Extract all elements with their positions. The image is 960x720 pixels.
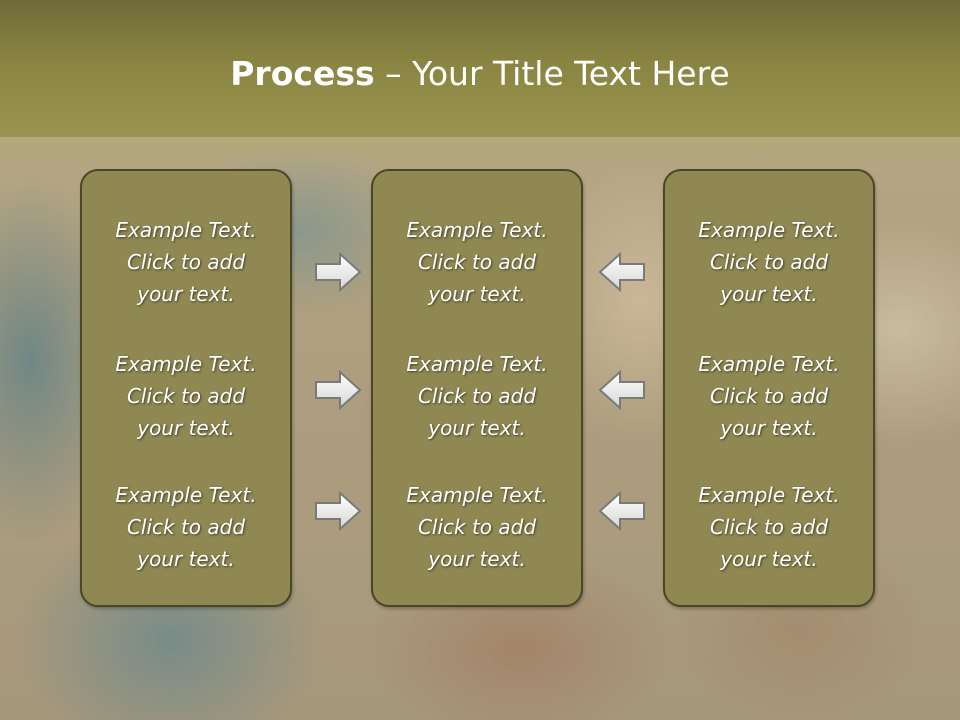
text-line: Example Text.	[115, 483, 257, 507]
text-line: Click to add	[709, 515, 829, 539]
text-line: Example Text.	[406, 352, 548, 376]
text-line: your text.	[137, 282, 235, 306]
arrow-right-icon	[315, 490, 362, 532]
text-block[interactable]: Example Text. Click to add your text.	[665, 214, 873, 310]
title-band: Process – Your Title Text Here	[0, 0, 960, 137]
process-box-right[interactable]: Example Text. Click to add your text. Ex…	[663, 169, 875, 607]
text-block[interactable]: Example Text. Click to add your text.	[373, 214, 581, 310]
text-block[interactable]: Example Text. Click to add your text.	[665, 479, 873, 575]
text-line: Click to add	[126, 384, 246, 408]
title-rest: – Your Title Text Here	[374, 54, 730, 93]
text-block[interactable]: Example Text. Click to add your text.	[373, 348, 581, 444]
text-block[interactable]: Example Text. Click to add your text.	[82, 479, 290, 575]
text-line: your text.	[137, 416, 235, 440]
text-line: your text.	[720, 416, 818, 440]
arrow-left-icon	[598, 251, 645, 293]
text-line: your text.	[720, 282, 818, 306]
text-line: Click to add	[709, 250, 829, 274]
text-line: Example Text.	[698, 483, 840, 507]
text-line: your text.	[720, 547, 818, 571]
title-underband	[0, 137, 960, 165]
arrow-right-icon	[315, 369, 362, 411]
text-line: Click to add	[126, 250, 246, 274]
process-box-center[interactable]: Example Text. Click to add your text. Ex…	[371, 169, 583, 607]
text-line: Click to add	[126, 515, 246, 539]
text-block[interactable]: Example Text. Click to add your text.	[82, 348, 290, 444]
text-block[interactable]: Example Text. Click to add your text.	[82, 214, 290, 310]
text-line: your text.	[137, 547, 235, 571]
text-line: Click to add	[417, 384, 537, 408]
slide-title[interactable]: Process – Your Title Text Here	[0, 52, 960, 96]
arrow-right-icon	[315, 251, 362, 293]
arrow-left-icon	[598, 490, 645, 532]
text-line: your text.	[428, 282, 526, 306]
text-line: your text.	[428, 547, 526, 571]
text-line: Click to add	[709, 384, 829, 408]
text-line: Click to add	[417, 515, 537, 539]
text-line: Example Text.	[698, 218, 840, 242]
title-bold: Process	[230, 54, 375, 93]
text-line: Example Text.	[406, 218, 548, 242]
text-block[interactable]: Example Text. Click to add your text.	[665, 348, 873, 444]
text-line: Example Text.	[698, 352, 840, 376]
text-line: your text.	[428, 416, 526, 440]
text-block[interactable]: Example Text. Click to add your text.	[373, 479, 581, 575]
text-line: Click to add	[417, 250, 537, 274]
text-line: Example Text.	[406, 483, 548, 507]
arrow-left-icon	[598, 369, 645, 411]
process-box-left[interactable]: Example Text. Click to add your text. Ex…	[80, 169, 292, 607]
text-line: Example Text.	[115, 352, 257, 376]
text-line: Example Text.	[115, 218, 257, 242]
